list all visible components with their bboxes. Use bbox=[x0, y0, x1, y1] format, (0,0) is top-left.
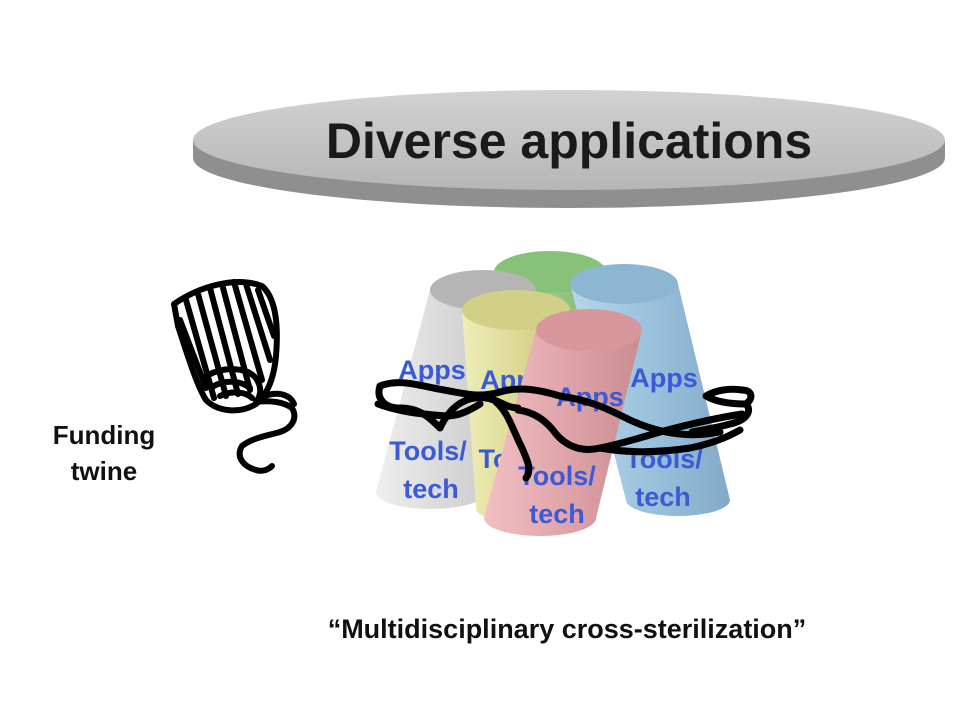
funding-label-line1: Funding bbox=[53, 420, 156, 450]
cup-pink-tech: tech bbox=[529, 499, 585, 529]
cup-gray-tech: tech bbox=[403, 474, 459, 504]
title: Diverse applications bbox=[326, 113, 812, 169]
title-platform: Diverse applications bbox=[193, 90, 945, 208]
cup-blue-tech: tech bbox=[635, 482, 691, 512]
platform-top bbox=[193, 90, 945, 190]
cup-blue-apps: Apps bbox=[630, 363, 698, 393]
twine-string-icon bbox=[374, 379, 755, 482]
funding-label-line2: twine bbox=[71, 456, 137, 486]
caption: “Multidisciplinary cross-sterilization” bbox=[328, 614, 807, 644]
cup-pink: Apps Tools/ tech bbox=[484, 309, 642, 536]
cup-blue: Apps Tools/ tech bbox=[570, 264, 730, 516]
cup-gray: Apps Tools/ tech bbox=[376, 270, 536, 509]
twine-ball-icon bbox=[171, 279, 298, 474]
cup-gray-tools: Tools/ bbox=[389, 436, 467, 466]
